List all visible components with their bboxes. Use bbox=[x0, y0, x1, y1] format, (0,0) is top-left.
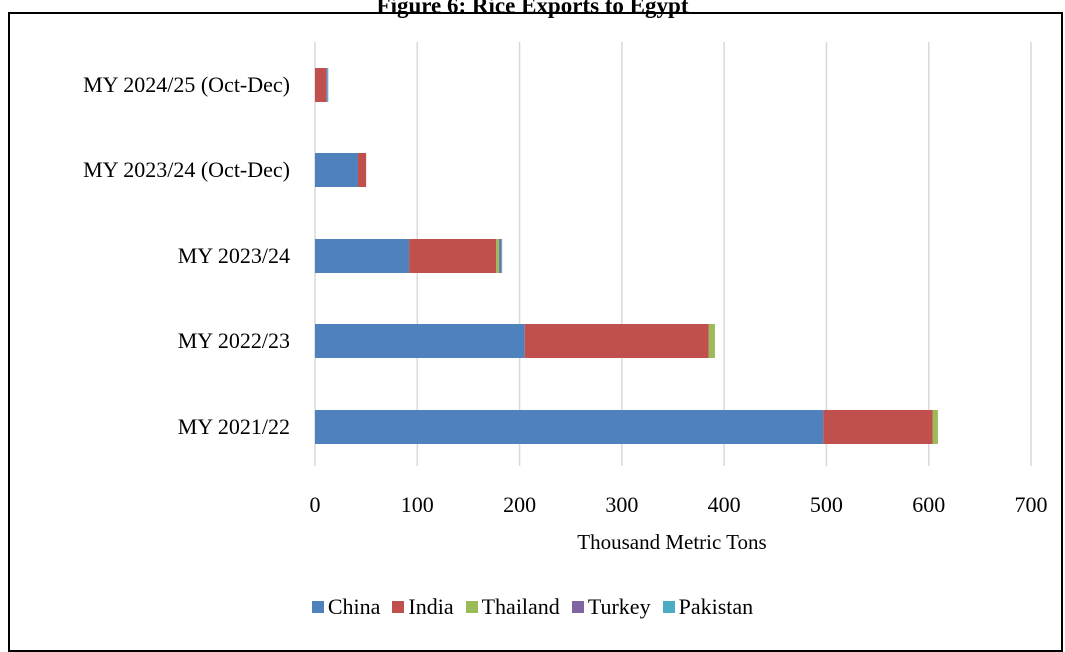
legend-swatch bbox=[662, 601, 675, 613]
bar-segment-pakistan bbox=[501, 239, 503, 273]
bar-segment-china bbox=[315, 324, 525, 358]
bar-segment-thailand bbox=[708, 324, 715, 358]
x-tick-label: 0 bbox=[310, 492, 321, 517]
legend-label: China bbox=[327, 594, 381, 619]
legend-swatch bbox=[571, 601, 584, 613]
x-tick-label: 500 bbox=[810, 492, 843, 517]
bar-segment-india bbox=[409, 239, 497, 273]
legend-item-thailand: Thailand bbox=[465, 593, 560, 621]
bar-segment-turkey bbox=[326, 68, 328, 102]
category-label: MY 2023/24 bbox=[178, 243, 290, 268]
legend-label: Thailand bbox=[481, 594, 560, 619]
bar-segment-india bbox=[315, 68, 327, 102]
legend-swatch bbox=[465, 601, 478, 613]
bar-segment-thailand bbox=[932, 410, 938, 444]
legend-swatch bbox=[392, 601, 405, 613]
bar-segment-india bbox=[524, 324, 709, 358]
category-label: MY 2024/25 (Oct-Dec) bbox=[83, 72, 290, 97]
category-label: MY 2021/22 bbox=[178, 414, 290, 439]
x-axis-title: Thousand Metric Tons bbox=[577, 530, 766, 554]
x-tick-labels: 0 100 200 300 400 500 600 700 bbox=[310, 492, 1048, 517]
legend-item-pakistan: Pakistan bbox=[662, 593, 754, 621]
bar-segment-turkey bbox=[499, 239, 502, 273]
bar-segment-thailand bbox=[496, 239, 500, 273]
category-labels: MY 2024/25 (Oct-Dec) MY 2023/24 (Oct-Dec)… bbox=[83, 72, 290, 439]
legend-item-india: India bbox=[392, 593, 454, 621]
bar-segment-pakistan bbox=[327, 68, 329, 102]
category-label: MY 2022/23 bbox=[178, 328, 290, 353]
bar-segment-china bbox=[315, 153, 358, 187]
legend: China India Thailand Turkey Pakistan bbox=[0, 593, 1065, 621]
x-tick-label: 100 bbox=[401, 492, 434, 517]
category-label: MY 2023/24 (Oct-Dec) bbox=[83, 157, 290, 182]
bar-segment-india bbox=[823, 410, 933, 444]
bar-segment-china bbox=[315, 410, 824, 444]
legend-label: Turkey bbox=[587, 594, 651, 619]
x-tick-label: 600 bbox=[912, 492, 945, 517]
legend-item-china: China bbox=[311, 593, 381, 621]
legend-item-turkey: Turkey bbox=[571, 593, 651, 621]
x-tick-label: 400 bbox=[708, 492, 741, 517]
x-tick-label: 300 bbox=[605, 492, 638, 517]
legend-label: Pakistan bbox=[678, 594, 754, 619]
x-tick-label: 700 bbox=[1015, 492, 1048, 517]
legend-swatch bbox=[311, 601, 324, 613]
bars bbox=[315, 68, 938, 444]
bar-segment-india bbox=[357, 153, 367, 187]
x-tick-label: 200 bbox=[503, 492, 536, 517]
bar-segment-china bbox=[315, 239, 410, 273]
legend-label: India bbox=[408, 594, 454, 619]
